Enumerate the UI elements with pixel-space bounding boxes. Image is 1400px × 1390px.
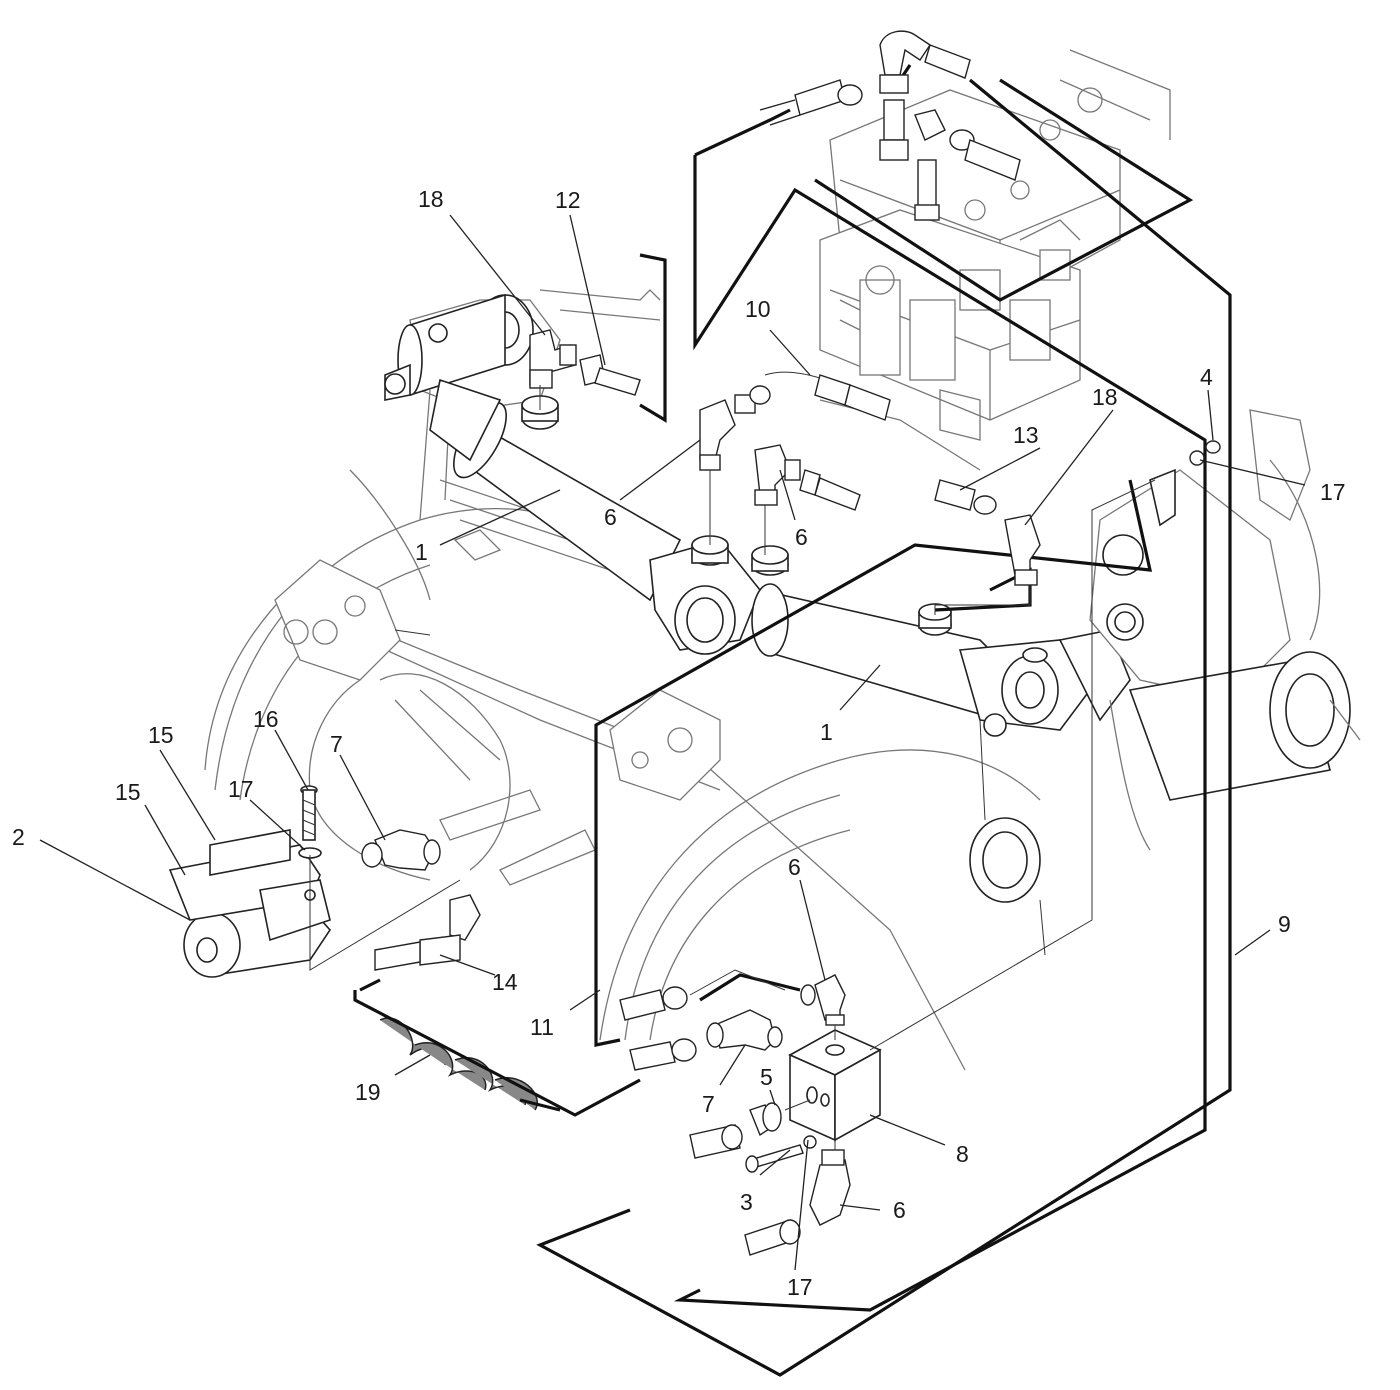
callout-16: 16 [253, 706, 279, 732]
callout-7-left: 7 [330, 731, 343, 757]
callout-5: 5 [760, 1064, 773, 1090]
hydraulic-cylinder-upper [429, 378, 761, 655]
pivot-bracket-right [1089, 409, 1361, 851]
spiral-guard [379, 1017, 538, 1111]
callout-4: 4 [1200, 364, 1213, 390]
callout-7-lower: 7 [702, 1091, 715, 1117]
callout-6-upper: 6 [604, 504, 617, 530]
callout-11: 11 [530, 1014, 554, 1040]
valve-block [819, 49, 1171, 441]
callout-3: 3 [740, 1189, 753, 1215]
callout-1-upper: 1 [415, 539, 428, 565]
accumulator [168, 829, 332, 978]
callout-6-block-top: 6 [788, 854, 801, 880]
hose-routing [353, 64, 1232, 1377]
callout-labels: 1 1 2 3 4 5 6 6 6 6 7 7 8 9 10 11 12 13 … [12, 186, 1346, 1300]
callout-18-left: 18 [418, 186, 444, 212]
fittings [361, 30, 1221, 1256]
leader-lines [39, 214, 1306, 1271]
hydraulic-cylinder-lower [751, 545, 1131, 737]
callout-18-right: 18 [1092, 384, 1118, 410]
callout-15-lower: 15 [115, 779, 141, 805]
callout-17-bottom: 17 [787, 1274, 813, 1300]
callout-6-middle: 6 [795, 524, 808, 550]
callout-17-left: 17 [228, 776, 254, 802]
callout-13: 13 [1013, 422, 1039, 448]
callout-9: 9 [1278, 911, 1291, 937]
callout-14: 14 [492, 969, 518, 995]
callout-19: 19 [355, 1079, 381, 1105]
bolt-16 [298, 785, 322, 859]
callout-1-lower: 1 [820, 719, 833, 745]
connection-lines [309, 385, 1156, 1150]
callout-12: 12 [555, 187, 581, 213]
callout-2: 2 [12, 824, 25, 850]
callout-17-right: 17 [1320, 479, 1346, 505]
callout-15-upper: 15 [148, 722, 174, 748]
callout-6-block-bottom: 6 [893, 1197, 906, 1223]
distribution-block [788, 1029, 882, 1142]
callout-8: 8 [956, 1141, 969, 1167]
callout-10: 10 [745, 296, 771, 322]
cylinder-seal [969, 719, 1046, 956]
